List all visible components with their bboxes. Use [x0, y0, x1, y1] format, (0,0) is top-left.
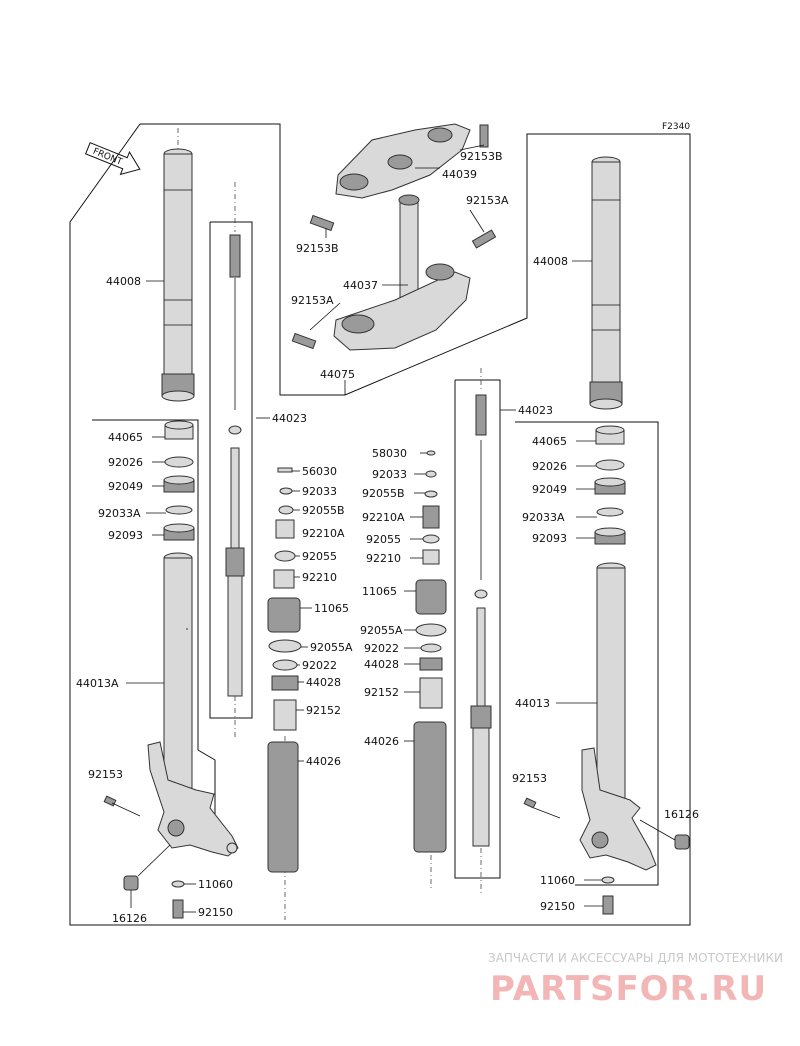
label-92033-right: 92033 [372, 468, 407, 481]
label-92022-center: 92022 [302, 659, 337, 672]
right-washer-11060 [601, 876, 615, 884]
label-44075: 44075 [320, 368, 355, 381]
label-44037: 44037 [343, 279, 378, 292]
label-92033A-right: 92033A [522, 511, 565, 524]
right-cartridge-box [454, 379, 501, 879]
label-44065-left: 44065 [108, 431, 143, 444]
label-16126-left: 16126 [112, 912, 147, 925]
label-92055B-right: 92055B [362, 487, 405, 500]
label-11065-center: 11065 [314, 602, 349, 615]
left-bolt-92153 [103, 795, 141, 817]
label-11065-right: 11065 [362, 585, 397, 598]
label-92153A-upper: 92153A [466, 194, 509, 207]
label-92210-center: 92210 [302, 571, 337, 584]
label-16126-right: 16126 [664, 808, 699, 821]
upper-triple-clamp [335, 123, 471, 199]
label-92055A-right: 92055A [360, 624, 403, 637]
label-92210A-right: 92210A [362, 511, 405, 524]
left-washer-11060 [171, 880, 185, 888]
label-92055B-center: 92055B [302, 504, 345, 517]
center-parts-stack [267, 467, 302, 920]
front-arrow-icon: FRONT [84, 142, 141, 176]
right-bleed-16126 [674, 834, 690, 850]
left-inner-tube [163, 552, 193, 789]
label-92055-center: 92055 [302, 550, 337, 563]
label-92150-right: 92150 [540, 900, 575, 913]
watermark-tagline: ЗАПЧАСТИ И АКСЕССУАРЫ ДЛЯ МОТОТЕХНИКИ [488, 951, 783, 965]
label-44026-center: 44026 [306, 755, 341, 768]
label-92150-left: 92150 [198, 906, 233, 919]
label-92153B-lower: 92153B [296, 242, 339, 255]
label-44028-right: 44028 [364, 658, 399, 671]
steering-stem [398, 194, 420, 309]
right-axle-bracket [579, 747, 657, 871]
label-44013A: 44013A [76, 677, 119, 690]
left-seal-stack [163, 420, 195, 541]
right-outer-tube [589, 156, 623, 410]
right-cartridge-rod [470, 368, 492, 895]
right-seal-stack [594, 425, 626, 545]
label-92093-left: 92093 [108, 529, 143, 542]
label-44026-right: 44026 [364, 735, 399, 748]
label-44028-center: 44028 [306, 676, 341, 689]
label-92093-right: 92093 [532, 532, 567, 545]
label-11060-right: 11060 [540, 874, 575, 887]
label-92153-right: 92153 [512, 772, 547, 785]
left-fork-frame [69, 123, 691, 926]
left-cartridge-rod [225, 182, 245, 740]
label-92055A-center: 92055A [310, 641, 353, 654]
label-92152-right: 92152 [364, 686, 399, 699]
label-11060-left: 11060 [198, 878, 233, 891]
right-inner-box [515, 421, 659, 886]
label-92210A-center: 92210A [302, 527, 345, 540]
left-bolt-92150 [172, 899, 184, 919]
right-bolt-92150 [602, 895, 614, 915]
label-44023-left: 44023 [272, 412, 307, 425]
label-92022-right: 92022 [364, 642, 399, 655]
label-44039: 44039 [442, 168, 477, 181]
label-92153B-upper: 92153B [460, 150, 503, 163]
label-92210-right: 92210 [366, 552, 401, 565]
label-92055-right: 92055 [366, 533, 401, 546]
left-outer-tube [161, 128, 195, 402]
right-parts-stack [413, 450, 447, 890]
label-92026-right: 92026 [532, 460, 567, 473]
left-axle-bracket [147, 741, 239, 857]
label-56030: 56030 [302, 465, 337, 478]
label-92152-center: 92152 [306, 704, 341, 717]
label-92026-left: 92026 [108, 456, 143, 469]
watermark-brand: PARTSFOR.RU [490, 969, 767, 1009]
left-cartridge-box [209, 221, 253, 719]
label-58030: 58030 [372, 447, 407, 460]
clamp-bolts [291, 124, 497, 350]
label-92033-center: 92033 [302, 485, 337, 498]
label-44023-right: 44023 [518, 404, 553, 417]
label-44008-right: 44008 [533, 255, 568, 268]
label-44013: 44013 [515, 697, 550, 710]
label-92153A-lower: 92153A [291, 294, 334, 307]
label-44008-left: 44008 [106, 275, 141, 288]
label-92033A-left: 92033A [98, 507, 141, 520]
label-92153-left: 92153 [88, 768, 123, 781]
label-92049-left: 92049 [108, 480, 143, 493]
figure-code: F2340 [662, 122, 690, 132]
left-bleed-16126 [123, 875, 139, 891]
label-92049-right: 92049 [532, 483, 567, 496]
leader-lines [126, 144, 676, 913]
right-bolt-92153 [523, 797, 537, 809]
lower-triple-clamp [333, 263, 471, 351]
label-44065-right: 44065 [532, 435, 567, 448]
left-inner-box [92, 419, 216, 840]
right-inner-tube [596, 562, 626, 799]
